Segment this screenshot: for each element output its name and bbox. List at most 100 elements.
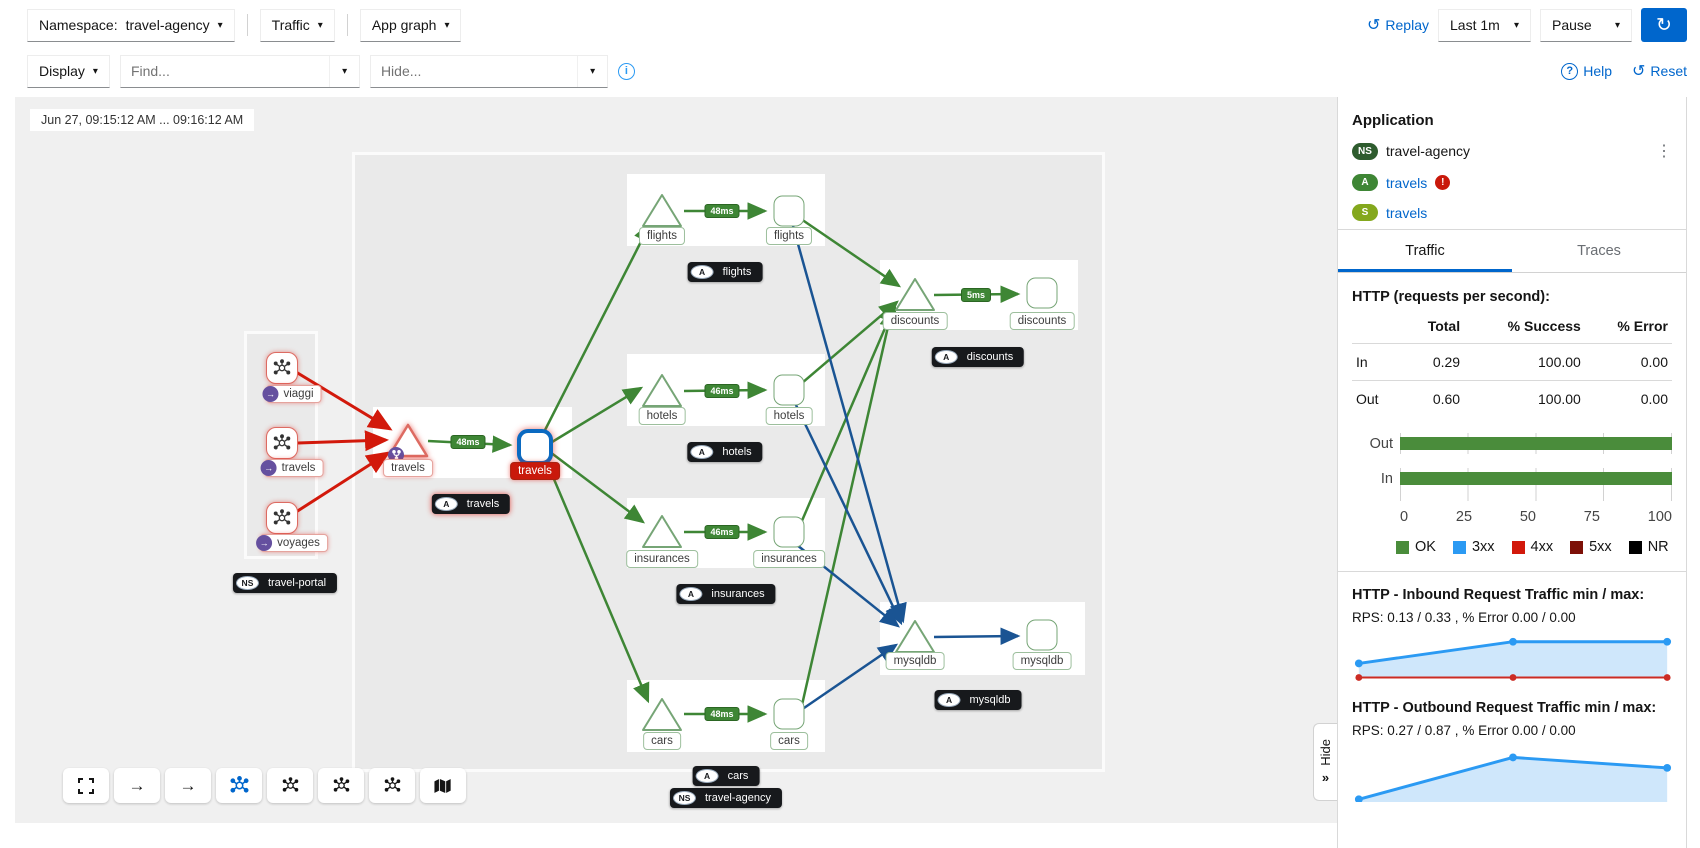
edge-latency-travels[interactable]: 48ms <box>450 435 486 449</box>
service-node-insurances[interactable] <box>773 516 805 548</box>
box-label-mysqldb[interactable]: A mysqldb <box>934 690 1022 710</box>
layout-button-default[interactable] <box>216 768 262 803</box>
hide-input[interactable] <box>370 55 578 87</box>
app-node-insurances[interactable] <box>639 512 685 552</box>
edge-mode-button-2[interactable]: → <box>165 768 211 803</box>
edge-mode-button-1[interactable]: → <box>114 768 160 803</box>
display-dropdown[interactable]: Display ▾ <box>27 54 110 88</box>
bar-x-axis: 0 25 50 75 100 <box>1400 509 1672 525</box>
inbound-traffic-stats: RPS: 0.13 / 0.33 , % Error 0.00 / 0.00 <box>1352 610 1576 625</box>
legend-swatch-ok <box>1396 540 1409 554</box>
refresh-interval-select[interactable]: Pause ▾ <box>1540 8 1632 42</box>
layout-button-1[interactable] <box>267 768 313 803</box>
tab-traffic[interactable]: Traffic <box>1338 230 1512 272</box>
node-label-text: viaggi <box>283 388 314 400</box>
box-label-discounts[interactable]: A discounts <box>931 347 1025 367</box>
app-label-mysqldb: mysqldb <box>885 652 945 670</box>
kebab-menu-icon[interactable]: ⋮ <box>1656 143 1672 160</box>
namespace-label-travel-portal[interactable]: NS travel-portal <box>232 573 338 593</box>
app-badge: A <box>1352 174 1378 191</box>
duration-value: Last 1m <box>1450 17 1500 33</box>
cell-out-total: 0.60 <box>1404 380 1465 417</box>
box-label-insurances[interactable]: A insurances <box>676 584 776 604</box>
box-label-hotels[interactable]: A hotels <box>687 442 763 462</box>
app-node-discounts[interactable] <box>892 275 938 315</box>
help-button[interactable]: ? Help <box>1561 62 1612 80</box>
cell-out-success: 100.00 <box>1464 380 1585 417</box>
edge-latency-cars[interactable]: 48ms <box>704 707 740 721</box>
zoom-to-fit-button[interactable] <box>63 768 109 803</box>
table-row: Out 0.60 100.00 0.00 <box>1352 380 1672 417</box>
ns-badge: NS <box>672 791 696 805</box>
graph-layout-icon <box>384 777 400 792</box>
arrow-right-icon: → <box>179 775 197 795</box>
edge-latency-hotels[interactable]: 46ms <box>704 384 740 398</box>
http-rps-heading: HTTP (requests per second): <box>1352 289 1550 305</box>
namespace-label-travel-agency[interactable]: NS travel-agency <box>669 788 783 808</box>
node-voyages[interactable] <box>266 502 298 534</box>
service-node-flights[interactable] <box>773 195 805 227</box>
question-circle-icon: ? <box>1561 62 1579 80</box>
panel-namespace-name: travel-agency <box>1386 143 1471 159</box>
hide-field: ▾ <box>369 54 608 88</box>
graph-type-label: App graph <box>371 17 437 33</box>
panel-service-row: S travels <box>1352 204 1672 221</box>
find-options-toggle[interactable]: ▾ <box>329 55 359 87</box>
layout-button-3[interactable] <box>369 768 415 803</box>
edge-latency-discounts[interactable]: 5ms <box>960 288 992 302</box>
box-label-travels[interactable]: A travels <box>431 494 511 514</box>
box-label-flights[interactable]: A flights <box>687 262 763 282</box>
node-label-text: voyages <box>277 537 320 549</box>
tab-traces[interactable]: Traces <box>1577 243 1621 259</box>
service-node-discounts[interactable] <box>1026 277 1058 309</box>
service-badge: S <box>1352 204 1378 221</box>
service-node-hotels[interactable] <box>773 374 805 406</box>
node-label-voyages: → voyages <box>256 534 328 552</box>
bar-out <box>1400 437 1672 450</box>
box-label-text: mysqldb <box>969 694 1011 706</box>
panel-app-link[interactable]: travels <box>1386 174 1428 191</box>
app-label-insurances: insurances <box>626 550 698 568</box>
reset-button[interactable]: ↺ Reset <box>1632 61 1687 81</box>
app-badge: A <box>695 769 719 783</box>
hide-options-toggle[interactable]: ▾ <box>577 55 607 87</box>
namespace-value: travel-agency <box>125 17 210 33</box>
find-input[interactable] <box>120 55 330 87</box>
node-label-portal-travels: → travels <box>260 459 324 477</box>
namespace-select[interactable]: Namespace: travel-agency ▾ <box>27 8 235 42</box>
replay-button[interactable]: ↺ Replay <box>1367 15 1429 35</box>
app-node-mysqldb[interactable] <box>892 617 938 657</box>
app-node-flights[interactable] <box>639 191 685 231</box>
node-viaggi[interactable] <box>266 352 298 384</box>
traffic-dropdown[interactable]: Traffic ▾ <box>259 8 335 42</box>
tick-0: 0 <box>1400 509 1409 525</box>
legend-button[interactable] <box>420 768 466 803</box>
hide-panel-button[interactable]: Hide » <box>1313 723 1337 801</box>
refresh-button[interactable]: ↻ <box>1641 8 1687 42</box>
app-badge: A <box>679 587 703 601</box>
panel-tabs: Traffic Traces <box>1338 230 1686 273</box>
panel-namespace-row: NS travel-agency ⋮ <box>1352 141 1672 161</box>
app-node-cars[interactable] <box>639 695 685 735</box>
layout-button-2[interactable] <box>318 768 364 803</box>
ns-badge: NS <box>1352 142 1378 160</box>
edge-latency-flights[interactable]: 48ms <box>704 204 740 218</box>
box-label-cars[interactable]: A cars <box>692 766 760 786</box>
toolbar-divider <box>346 14 348 36</box>
bar-axis-stub <box>1400 489 1672 501</box>
edge-latency-insurances[interactable]: 46ms <box>704 525 740 539</box>
legend-label-4xx: 4xx <box>1530 539 1554 555</box>
app-node-hotels[interactable] <box>639 371 685 411</box>
duration-select[interactable]: Last 1m ▾ <box>1438 8 1531 42</box>
panel-service-link[interactable]: travels <box>1386 204 1428 221</box>
cell-in-label: In <box>1352 343 1404 381</box>
graph-type-dropdown[interactable]: App graph ▾ <box>359 8 462 42</box>
refresh-interval-value: Pause <box>1552 17 1592 33</box>
service-node-travels[interactable] <box>517 429 553 465</box>
node-portal-travels[interactable] <box>266 427 298 459</box>
chevron-down-icon: ▾ <box>342 65 348 77</box>
service-label-hotels: hotels <box>765 407 813 425</box>
info-icon[interactable]: i <box>617 62 635 80</box>
service-node-cars[interactable] <box>773 698 805 730</box>
service-node-mysqldb[interactable] <box>1026 619 1058 651</box>
